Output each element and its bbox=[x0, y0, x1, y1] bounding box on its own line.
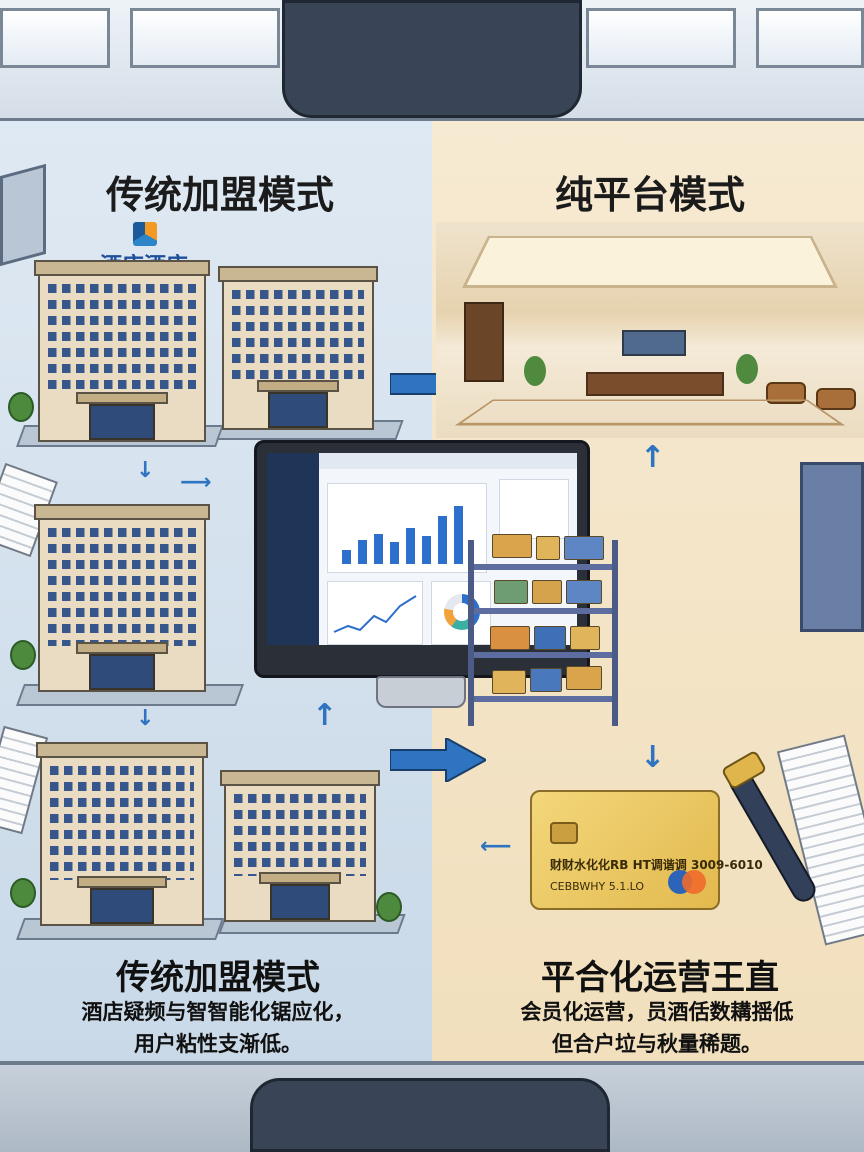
arrow-left-icon: ⟵ bbox=[480, 834, 512, 859]
window-pane bbox=[756, 8, 864, 68]
hotel-lobby-image bbox=[436, 222, 864, 438]
credit-card-icon: 财财水化化RB HT调谐调 3009-6010 CEBBWHY 5.1.LO bbox=[530, 790, 763, 910]
inventory-shelf-icon bbox=[468, 534, 618, 726]
office-chair-bottom bbox=[250, 1078, 610, 1152]
tree-icon bbox=[10, 878, 36, 908]
card-brand-icon bbox=[682, 870, 706, 894]
server-rack-icon bbox=[800, 462, 864, 632]
hotel-logo-icon bbox=[133, 222, 157, 246]
right-caption-line: 会员化运营，员酒佸数耩揺低 bbox=[520, 1000, 794, 1024]
bar-chart-icon bbox=[327, 483, 487, 573]
arrow-down-icon: ↓ bbox=[136, 706, 155, 731]
arrow-up-icon: ↑ bbox=[640, 440, 666, 475]
left-caption-text: 酒店疑频与智智能化锯应化， 用户粘性支渐低。 bbox=[20, 996, 416, 1060]
card-chip-icon bbox=[550, 822, 578, 844]
window-pane bbox=[586, 8, 736, 68]
arrow-down-icon: ↓ bbox=[640, 740, 666, 775]
arrow-up-icon: ↑ bbox=[312, 698, 338, 733]
tree-icon bbox=[10, 640, 36, 670]
right-caption-text: 会员化运营，员酒佸数耩揺低 但合户垃与秋量稀题。 bbox=[450, 996, 864, 1060]
hotel-building-icon bbox=[34, 504, 210, 692]
right-title: 纯平台模式 bbox=[554, 173, 745, 217]
line-chart-icon bbox=[327, 581, 423, 645]
hotel-building-icon bbox=[220, 770, 380, 922]
left-caption-line: 酒店疑频与智智能化锯应化， bbox=[81, 1000, 355, 1024]
window-pane bbox=[130, 8, 280, 68]
hotel-building-icon bbox=[34, 260, 210, 442]
monitor-stand bbox=[376, 676, 466, 708]
arrow-right-icon bbox=[390, 738, 486, 782]
left-caption-title: 传统加盟模式 bbox=[116, 958, 320, 998]
tree-icon bbox=[8, 392, 34, 422]
window-pane bbox=[0, 8, 110, 68]
right-caption-line: 但合户垃与秋量稀题。 bbox=[552, 1032, 762, 1056]
laptop-icon bbox=[0, 163, 46, 267]
card-holder: CEBBWHY 5.1.LO bbox=[550, 880, 645, 893]
hotel-building-icon bbox=[36, 742, 208, 926]
card-number: 财财水化化RB HT调谐调 3009-6010 bbox=[550, 858, 763, 872]
arrow-right-icon: ⟶ bbox=[180, 470, 212, 495]
arrow-down-icon: ↓ bbox=[136, 458, 155, 483]
office-chair-top bbox=[282, 0, 582, 118]
left-title: 传统加盟模式 bbox=[105, 173, 334, 217]
right-caption-title: 平合化运营王直 bbox=[541, 958, 779, 998]
tree-icon bbox=[376, 892, 402, 922]
left-caption-line: 用户粘性支渐低。 bbox=[134, 1032, 302, 1056]
hotel-building-icon bbox=[218, 266, 378, 430]
